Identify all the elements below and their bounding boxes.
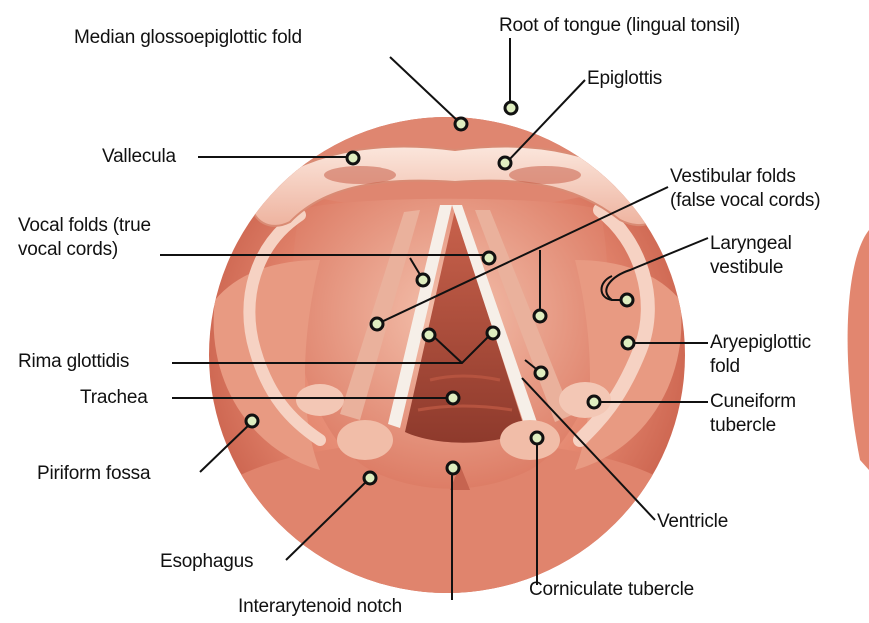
label-vocal-folds-line1: Vocal folds (true	[18, 214, 151, 238]
marker-interarytenoid-notch	[447, 462, 459, 474]
label-vestibular-folds: Vestibular folds (false vocal cords)	[670, 165, 820, 213]
laryngoscopic-view	[197, 70, 697, 600]
label-epiglottis: Epiglottis	[587, 67, 662, 91]
marker-vestibular-fold-left	[371, 318, 383, 330]
label-interarytenoid-notch: Interarytenoid notch	[238, 595, 402, 619]
marker-vallecula	[347, 152, 359, 164]
label-aryepiglottic-fold-line2: fold	[710, 355, 811, 379]
adjacent-view-edge	[848, 230, 869, 470]
label-piriform-fossa: Piriform fossa	[37, 462, 150, 486]
marker-rima-left	[423, 329, 435, 341]
label-vestibular-folds-line1: Vestibular folds	[670, 165, 820, 189]
marker-root-of-tongue	[505, 102, 517, 114]
marker-rima-right	[487, 327, 499, 339]
label-trachea: Trachea	[80, 386, 148, 410]
marker-laryngeal-vestibule	[621, 294, 633, 306]
marker-cuneiform-tubercle	[588, 396, 600, 408]
marker-ventricle	[535, 367, 547, 379]
label-aryepiglottic-fold: Aryepiglottic fold	[710, 331, 811, 379]
label-vestibular-folds-line2: (false vocal cords)	[670, 189, 820, 213]
label-laryngeal-vestibule-line2: vestibule	[710, 256, 792, 280]
marker-vestibular-fold-right	[534, 310, 546, 322]
label-root-of-tongue: Root of tongue (lingual tonsil)	[499, 14, 740, 38]
label-laryngeal-vestibule: Laryngeal vestibule	[710, 232, 792, 280]
label-corniculate-tubercle: Corniculate tubercle	[529, 578, 694, 602]
label-rima-glottidis: Rima glottidis	[18, 350, 129, 374]
marker-vocal-folds-left	[417, 274, 429, 286]
label-ventricle: Ventricle	[657, 510, 728, 534]
label-vocal-folds-line2: vocal cords)	[18, 238, 151, 262]
label-aryepiglottic-fold-line1: Aryepiglottic	[710, 331, 811, 355]
label-laryngeal-vestibule-line1: Laryngeal	[710, 232, 792, 256]
label-cuneiform-tubercle: Cuneiform tubercle	[710, 390, 796, 438]
marker-epiglottis	[499, 157, 511, 169]
label-esophagus: Esophagus	[160, 550, 253, 574]
label-vocal-folds: Vocal folds (true vocal cords)	[18, 214, 151, 262]
marker-aryepiglottic-fold	[622, 337, 634, 349]
marker-corniculate-tubercle	[531, 432, 543, 444]
label-vallecula: Vallecula	[102, 145, 176, 169]
marker-esophagus	[364, 472, 376, 484]
label-cuneiform-tubercle-line2: tubercle	[710, 414, 796, 438]
label-median-glossoepiglottic-fold: Median glossoepiglottic fold	[74, 26, 302, 50]
marker-piriform-fossa	[246, 415, 258, 427]
marker-vocal-folds-right	[483, 252, 495, 264]
marker-trachea	[447, 392, 459, 404]
label-cuneiform-tubercle-line1: Cuneiform	[710, 390, 796, 414]
marker-median-glossoepiglottic-fold	[455, 118, 467, 130]
